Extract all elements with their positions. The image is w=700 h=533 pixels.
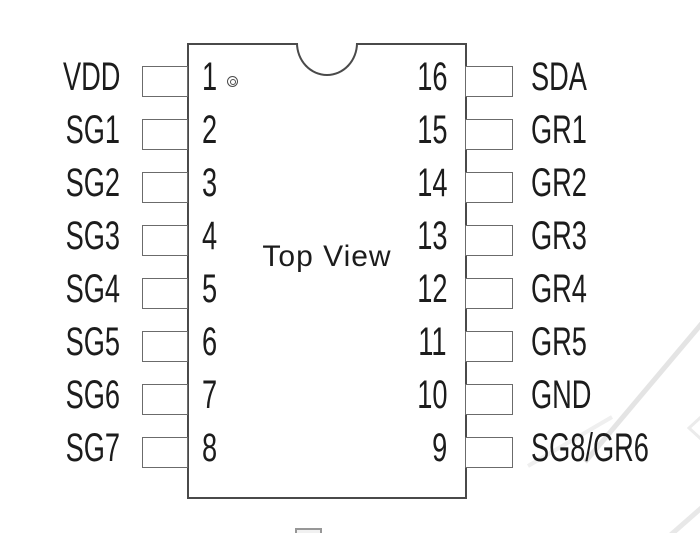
pin-number-left: 3 (202, 160, 218, 205)
pin-label-right: GR3 (531, 213, 587, 258)
pin-number-left: 2 (202, 107, 218, 152)
pin-pad-right (465, 65, 513, 97)
pin-number-left: 4 (202, 213, 218, 258)
pin-row: VDD 1 16 SDA (0, 55, 700, 108)
pin-number-left: 1 (202, 54, 218, 99)
pin-label-right: GND (531, 372, 592, 417)
pin-label-left: SG3 (65, 213, 120, 258)
pin-label-left: SG2 (65, 160, 120, 205)
diagonal-artifact (583, 321, 700, 464)
pin1-indicator-icon (227, 76, 238, 87)
pin-label-right: GR1 (531, 107, 587, 152)
pin-label-right: SG8/GR6 (531, 425, 649, 470)
pin-pad-right (465, 277, 513, 309)
pin-pad-right (465, 383, 513, 415)
diagonal-artifact (526, 415, 614, 468)
pin-label-left: SG1 (65, 107, 120, 152)
pin-pad-right (465, 330, 513, 362)
pin-label-left: SG5 (65, 319, 120, 364)
pin-row: SG6 7 10 GND (0, 373, 700, 426)
pin-number-right: 11 (418, 319, 447, 364)
pin-label-right: GR4 (531, 266, 587, 311)
pin-number-left: 8 (202, 425, 218, 470)
pin-pad-left (142, 171, 188, 203)
pin-pad-left (142, 330, 188, 362)
pin-row: SG5 6 11 GR5 (0, 320, 700, 373)
pin-label-right: GR2 (531, 160, 587, 205)
pin-row: SG3 4 13 GR3 (0, 214, 700, 267)
pin-label-right: GR5 (531, 319, 587, 364)
pin-row: SG4 5 12 GR4 (0, 267, 700, 320)
pin-row: SG1 2 15 GR1 (0, 108, 700, 161)
diagonal-artifact (669, 505, 700, 533)
pin-number-left: 7 (202, 372, 218, 417)
pin-number-right: 10 (416, 372, 447, 417)
pin-number-right: 12 (416, 266, 447, 311)
pin-pad-left (142, 277, 188, 309)
chip-body: Top View (187, 43, 467, 499)
pin-number-right: 13 (416, 213, 447, 258)
diagonal-artifact (686, 415, 700, 441)
partial-cropped-element (295, 528, 322, 533)
pin-pad-right (465, 436, 513, 468)
pin-number-right: 14 (416, 160, 447, 205)
pin-pad-right (465, 224, 513, 256)
pin-pad-right (465, 118, 513, 150)
pin-number-right: 9 (431, 425, 447, 470)
pin-pad-left (142, 224, 188, 256)
pin-number-right: 16 (416, 54, 447, 99)
pin-row: SG2 3 14 GR2 (0, 161, 700, 214)
pin-pad-left (142, 65, 188, 97)
pin-number-right: 15 (416, 107, 447, 152)
pin-pad-left (142, 436, 188, 468)
pin-label-left: VDD (62, 54, 120, 99)
pin-pad-right (465, 171, 513, 203)
pin-row: SG7 8 9 SG8/GR6 (0, 426, 700, 479)
pin-label-left: SG6 (65, 372, 120, 417)
pin-pad-left (142, 383, 188, 415)
pin-number-left: 5 (202, 266, 218, 311)
chip-view-label: Top View (262, 240, 392, 273)
pin-number-left: 6 (202, 319, 218, 364)
pin-label-left: SG4 (65, 266, 120, 311)
pin-label-right: SDA (531, 54, 587, 99)
pin-label-left: SG7 (65, 425, 120, 470)
pin-pad-left (142, 118, 188, 150)
